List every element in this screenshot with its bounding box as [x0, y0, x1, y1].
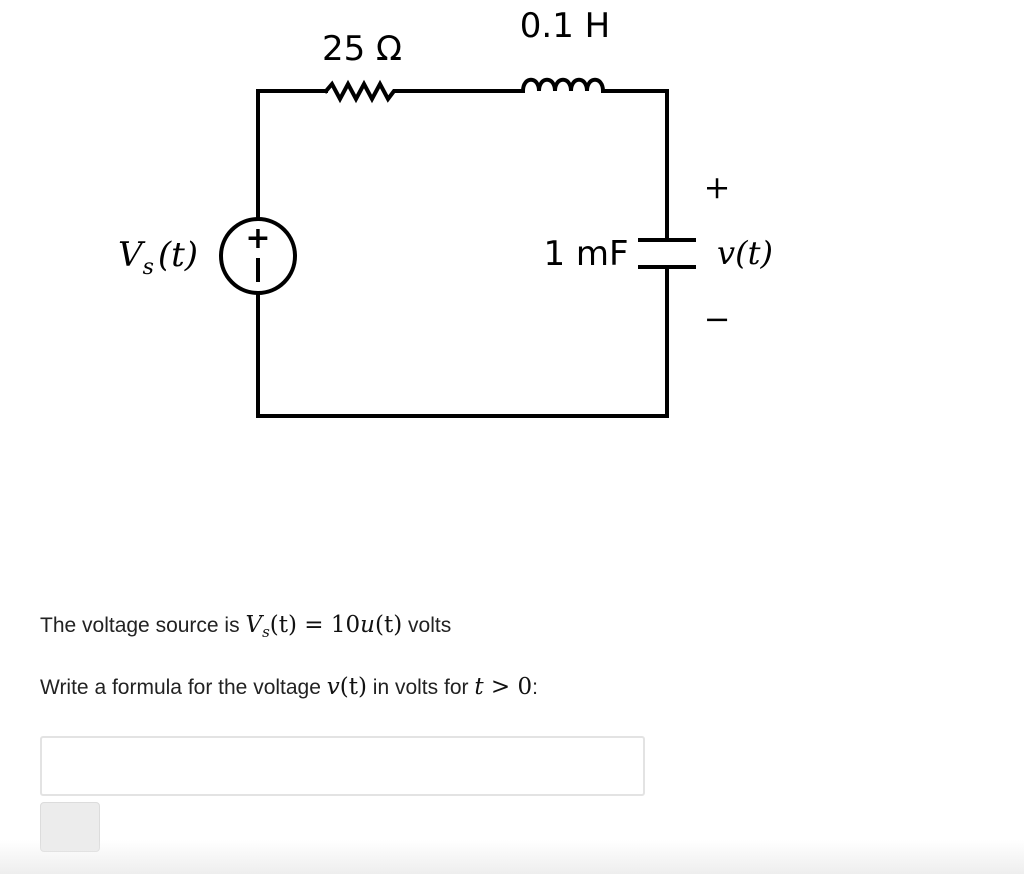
question-source-sub: s	[262, 623, 270, 641]
resistor-symbol	[323, 79, 401, 104]
capacitor-symbol	[638, 238, 696, 269]
question-source-num: 10	[330, 612, 361, 638]
output-voltage-label: v(t)	[717, 234, 773, 272]
question-source-uarg: (t)	[374, 612, 403, 638]
question-prompt-t: t	[474, 674, 484, 700]
question-source-eq: =	[296, 612, 331, 638]
inductor-symbol	[520, 77, 606, 94]
voltage-source-symbol: +	[219, 217, 297, 295]
question-prompt-suffix: :	[532, 676, 538, 699]
capacitor-label: 1 mF	[543, 234, 628, 274]
question-source-u: u	[360, 612, 375, 638]
question-line-prompt: Write a formula for the voltage v(t) in …	[40, 674, 538, 700]
question-source-V: V	[245, 612, 263, 638]
question-prompt-middle: in volts for	[366, 676, 475, 699]
circuit-diagram: + 25 Ω 0.1 H 1 mF Vs(t) + v(t) −	[118, 6, 773, 418]
question-prompt-v: v	[326, 674, 340, 700]
source-plus-sign: +	[245, 221, 270, 256]
question-source-arg: (t)	[269, 612, 297, 638]
source-label-subscript: s	[143, 255, 154, 280]
source-label: Vs(t)	[118, 235, 198, 280]
question-prompt-varg: (t)	[339, 674, 367, 700]
question-line-source: The voltage source is Vs(t) = 10u(t) vol…	[40, 612, 451, 641]
question-prompt-prefix: Write a formula for the voltage	[40, 676, 327, 699]
question-prompt-zero: 0	[517, 674, 533, 700]
inductor-label: 0.1 H	[520, 6, 610, 46]
source-label-symbol: V	[118, 235, 146, 275]
question-prompt-gt: >	[483, 674, 518, 700]
question-source-prefix: The voltage source is	[40, 614, 246, 637]
output-minus-sign: −	[704, 300, 731, 338]
source-label-arg: (t)	[158, 235, 198, 275]
output-plus-sign: +	[704, 168, 731, 206]
bottom-edge-shadow	[0, 840, 1024, 874]
question-source-suffix: volts	[402, 614, 452, 637]
circuit-wires	[256, 89, 669, 418]
answer-input[interactable]	[40, 736, 645, 796]
resistor-label: 25 Ω	[322, 29, 402, 69]
